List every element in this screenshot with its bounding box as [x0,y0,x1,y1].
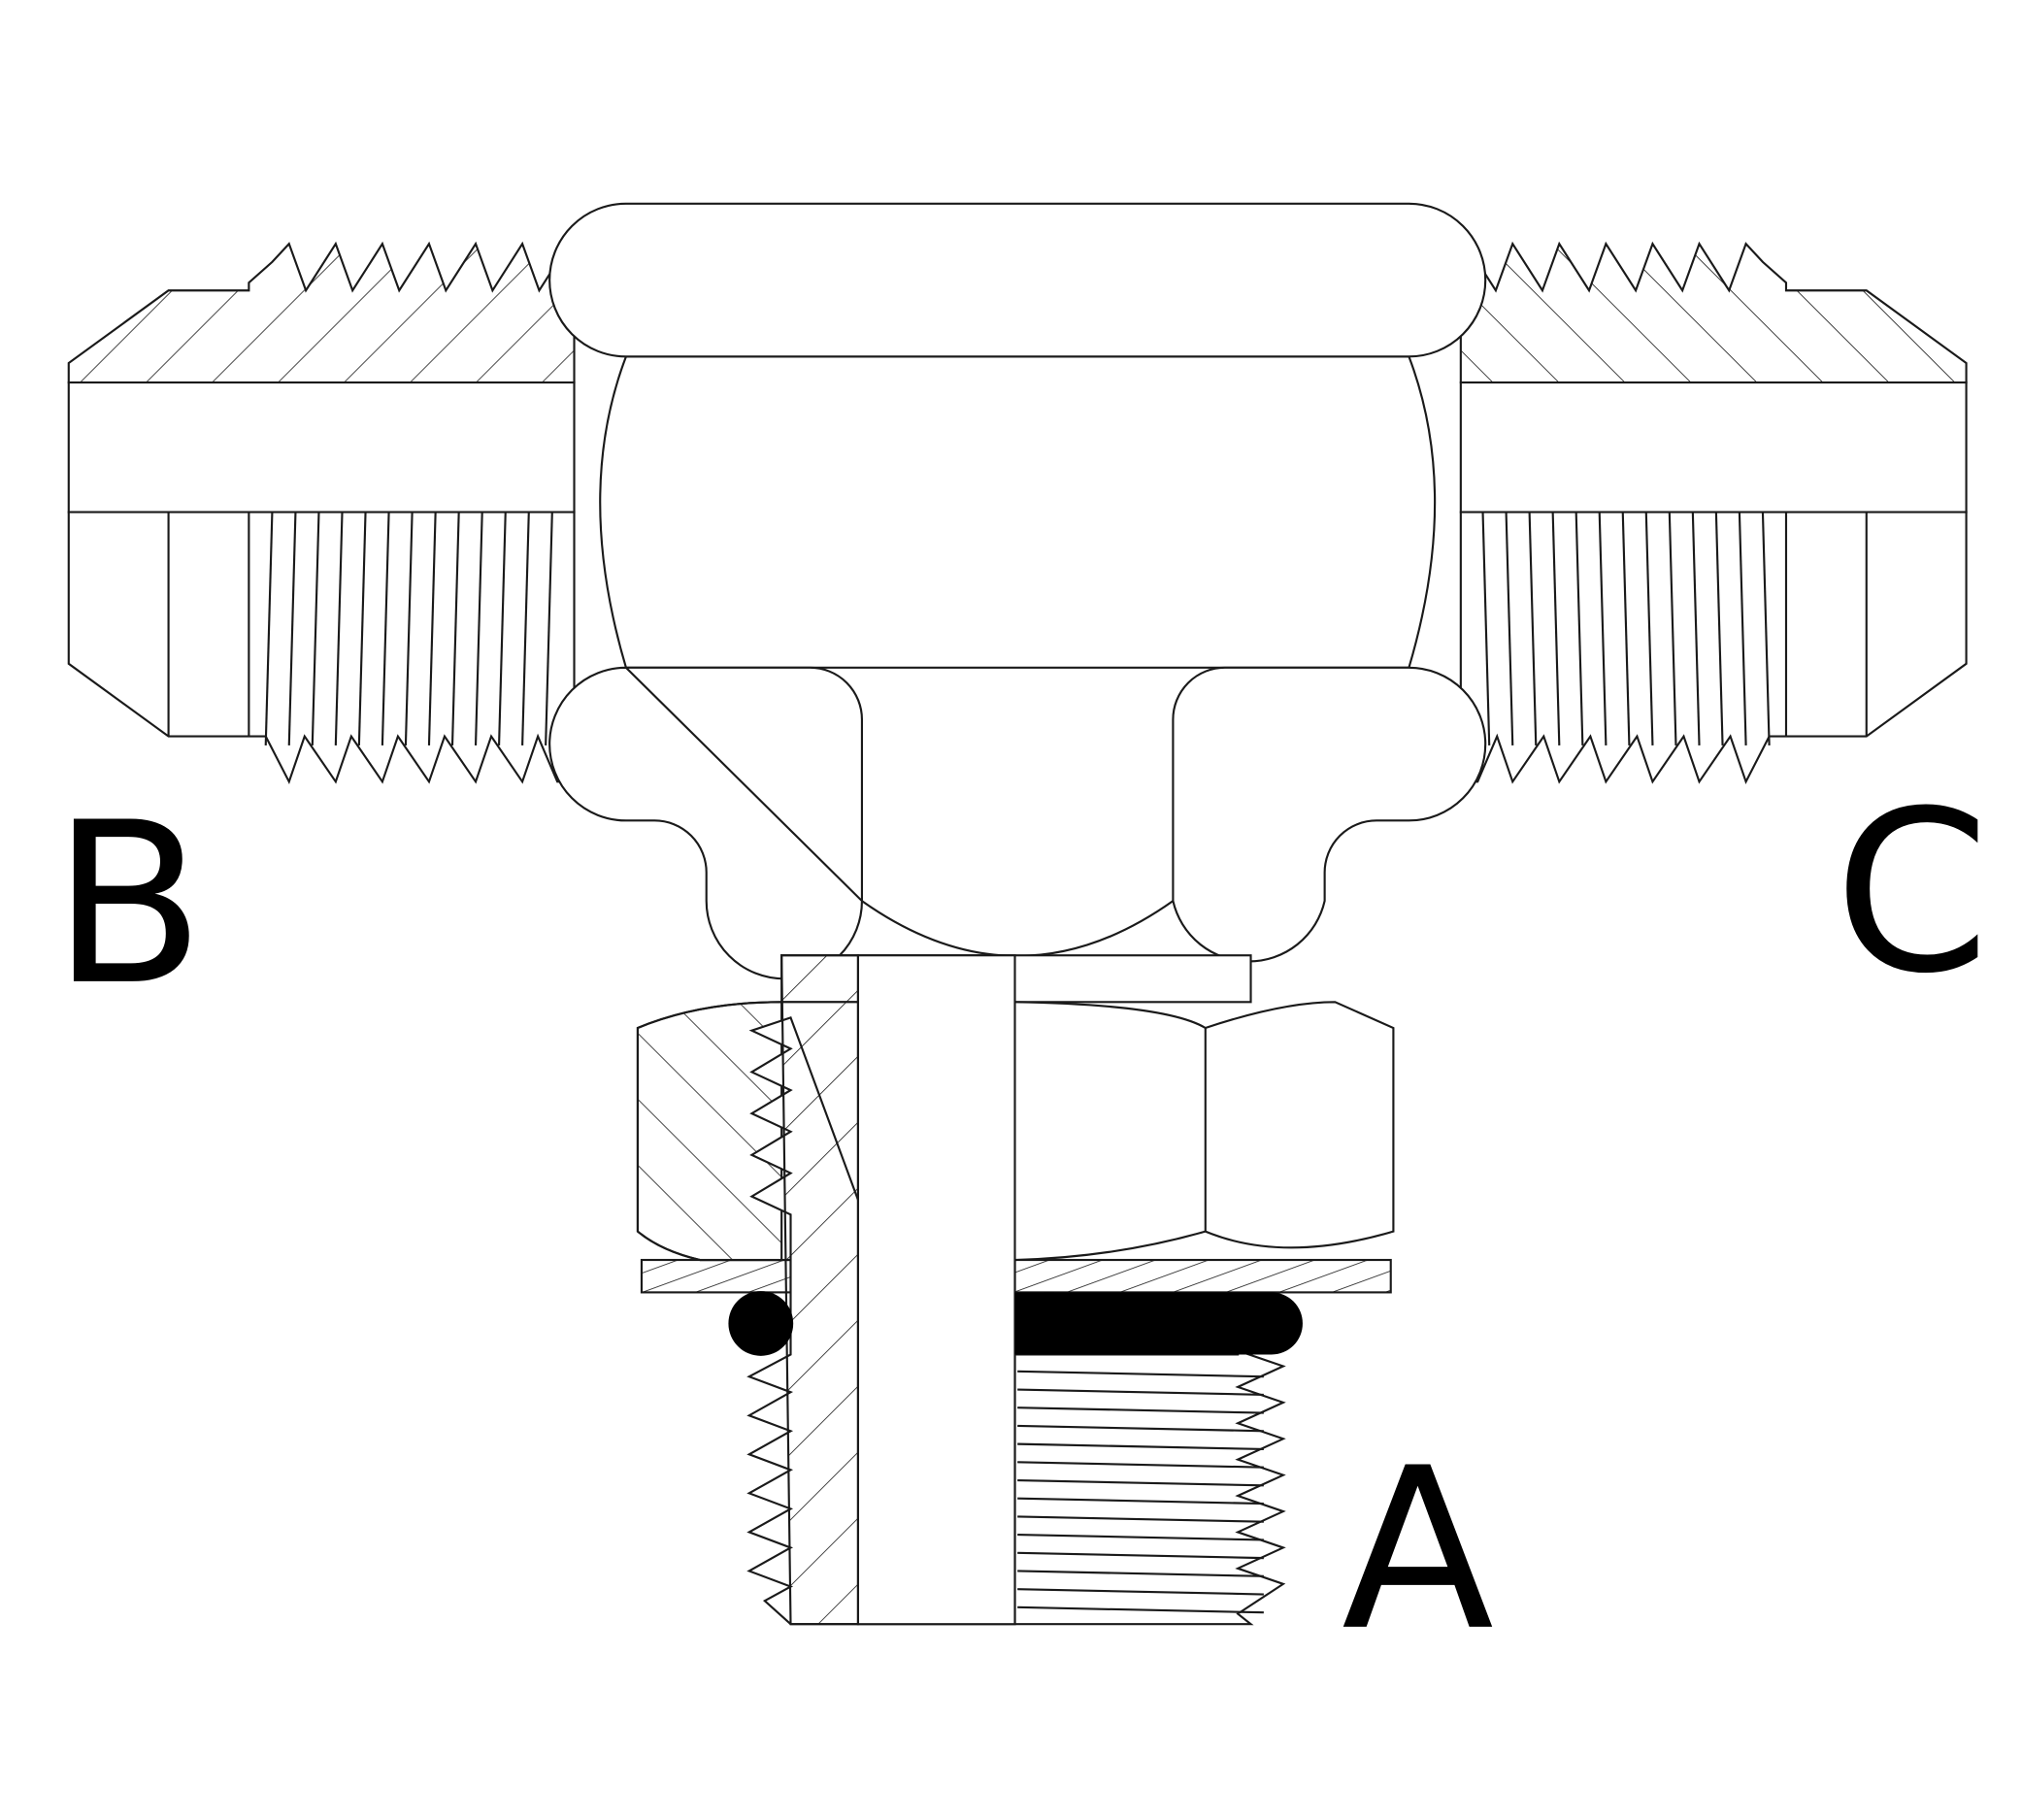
thread-line [404,512,414,745]
thread-line [1017,1605,1264,1614]
thread-line [474,512,483,745]
tee-body [548,202,1487,980]
thread-line [545,512,553,745]
label-port-b: B [51,776,205,1035]
thread-line [1691,512,1701,745]
thread-line [311,512,320,745]
thread-line [521,512,530,745]
thread-line [381,512,390,745]
thread-line [1505,512,1514,745]
thread-line [1551,512,1561,745]
thread-line [1017,1388,1264,1396]
thread-line [357,512,367,745]
thread-line [1017,1442,1264,1451]
thread-line [1017,1588,1264,1596]
port-c-fitting [1447,241,1968,785]
thread-line [1714,512,1724,745]
o-ring-left [728,1291,794,1356]
thread-line [264,512,274,745]
thread-line [427,512,437,745]
thread-line [1481,512,1491,745]
thread-line [1017,1370,1264,1378]
thread-line [1017,1534,1264,1541]
thread-line [1528,512,1538,745]
thread-line [1575,512,1584,745]
thread-line [1017,1570,1264,1577]
thread-line [287,512,297,745]
thread-line [498,512,507,745]
label-port-a: A [1342,1421,1494,1680]
port-b-fitting [67,241,587,785]
o-ring-right [1014,1292,1303,1355]
thread-line [1017,1515,1264,1523]
thread-line [1761,512,1771,745]
thread-line [1017,1406,1264,1414]
thread-line [1644,512,1654,745]
thread-line [1738,512,1747,745]
thread-line [1668,512,1677,745]
thread-line [1621,512,1631,745]
thread-line [334,512,344,745]
thread-line [1017,1424,1264,1433]
thread-line [1017,1551,1264,1560]
thread-line [1017,1497,1264,1506]
thread-line [1017,1461,1264,1469]
thread-line [450,512,460,745]
label-port-c: C [1834,764,1989,1023]
thread-line [1017,1478,1264,1487]
port-a-fitting [636,954,1395,1626]
thread-line [1598,512,1608,745]
